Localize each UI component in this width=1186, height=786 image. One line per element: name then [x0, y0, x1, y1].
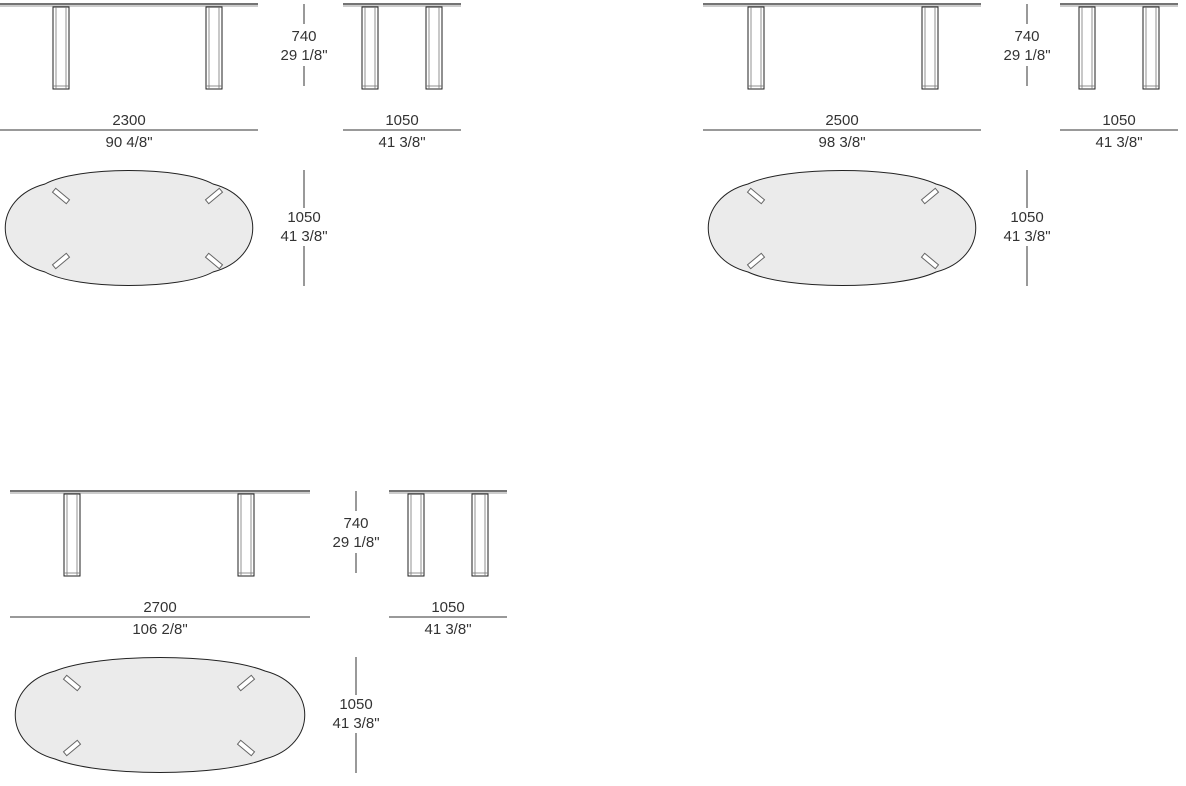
depth-mm-label: 1050 — [431, 599, 464, 616]
height-mm-label: 740 — [343, 515, 368, 532]
side-leg-1 — [361, 6, 379, 90]
depth-in-label: 41 3/8" — [1095, 134, 1142, 151]
plan-width-mm-label: 1050 — [287, 209, 320, 226]
side-leg-2 — [471, 493, 489, 577]
leg-marker-1 — [62, 674, 82, 692]
side-elevation — [389, 490, 507, 577]
plan-width-in-label: 41 3/8" — [1003, 228, 1050, 245]
tabletop-plan-outline — [4, 170, 254, 286]
tabletop-plan-outline — [14, 657, 306, 773]
leg-marker-4 — [204, 252, 224, 270]
length-in-label: 106 2/8" — [132, 621, 187, 638]
leg-marker-3 — [746, 252, 766, 270]
table-drawing-3: 740 29 1/8" 2700 106 2/8" 1050 41 3/8" 1050 41 … — [10, 490, 507, 773]
table-drawing-2: 740 29 1/8" 2500 98 3/8" 1050 41 3/8" 1050 41 3… — [703, 3, 1178, 286]
side-leg-2 — [1142, 6, 1160, 90]
front-elevation — [0, 3, 258, 90]
leg-marker-4 — [236, 739, 256, 757]
plan-width-mm-label: 1050 — [339, 696, 372, 713]
depth-mm-label: 1050 — [1102, 112, 1135, 129]
plan-width-in-label: 41 3/8" — [280, 228, 327, 245]
depth-in-label: 41 3/8" — [424, 621, 471, 638]
length-mm-label: 2300 — [112, 112, 145, 129]
depth-mm-label: 1050 — [385, 112, 418, 129]
leg-2 — [205, 6, 223, 90]
side-elevation — [1060, 3, 1178, 90]
plan-width-mm-label: 1050 — [1010, 209, 1043, 226]
leg-marker-2 — [920, 187, 940, 205]
height-in-label: 29 1/8" — [1003, 47, 1050, 64]
length-in-label: 90 4/8" — [105, 134, 152, 151]
leg-1 — [63, 493, 81, 577]
leg-1 — [747, 6, 765, 90]
height-in-label: 29 1/8" — [280, 47, 327, 64]
height-mm-label: 740 — [1014, 28, 1039, 45]
leg-marker-2 — [236, 674, 256, 692]
length-mm-label: 2500 — [825, 112, 858, 129]
leg-marker-1 — [51, 187, 71, 205]
plan-view — [4, 170, 254, 286]
plan-view — [707, 170, 977, 286]
table-drawing-1: 740 29 1/8" 2300 90 4/8" 1050 41 3/8" 1050 41 3… — [0, 3, 461, 286]
tabletop-plan-outline — [707, 170, 977, 286]
height-mm-label: 740 — [291, 28, 316, 45]
depth-in-label: 41 3/8" — [378, 134, 425, 151]
height-in-label: 29 1/8" — [332, 534, 379, 551]
front-elevation — [10, 490, 310, 577]
front-elevation — [703, 3, 981, 90]
leg-2 — [921, 6, 939, 90]
plan-width-in-label: 41 3/8" — [332, 715, 379, 732]
leg-marker-2 — [204, 187, 224, 205]
length-mm-label: 2700 — [143, 599, 176, 616]
side-leg-1 — [407, 493, 425, 577]
leg-marker-3 — [62, 739, 82, 757]
leg-marker-1 — [746, 187, 766, 205]
plan-view — [14, 657, 306, 773]
side-leg-2 — [425, 6, 443, 90]
leg-marker-3 — [51, 252, 71, 270]
side-elevation — [343, 3, 461, 90]
leg-2 — [237, 493, 255, 577]
leg-1 — [52, 6, 70, 90]
length-in-label: 98 3/8" — [818, 134, 865, 151]
leg-marker-4 — [920, 252, 940, 270]
side-leg-1 — [1078, 6, 1096, 90]
